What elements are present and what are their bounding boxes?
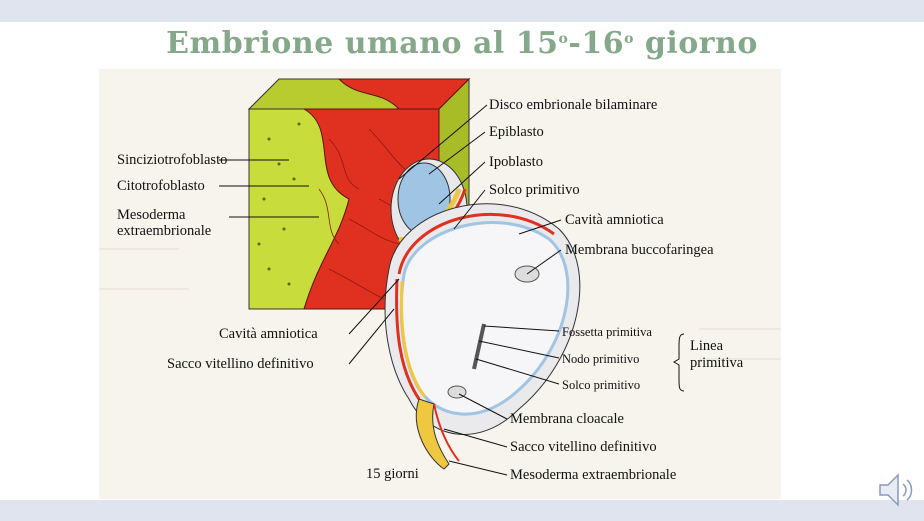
speaker-icon[interactable]	[872, 467, 918, 513]
title-superscript-1: o	[558, 31, 569, 47]
label-nodo-primitivo: Nodo primitivo	[562, 352, 640, 366]
label-ipoblasto: Ipoblasto	[489, 154, 543, 170]
label-cavita-amniotica-right: Cavità amniotica	[565, 212, 664, 228]
embryo-illustration: Sinciziotrofoblasto Citotrofoblasto Meso…	[99, 69, 781, 499]
label-sacco-vitellino-right: Sacco vitellino definitivo	[510, 439, 657, 455]
label-mesoderma-extraembrionale: Mesoderma extraembrionale	[510, 467, 677, 483]
page-texture	[99, 248, 781, 360]
label-solco-primitivo: Solco primitivo	[489, 182, 580, 198]
label-membrana-buccofaringea: Membrana buccofaringea	[565, 242, 714, 258]
label-linea: Linea	[690, 338, 724, 354]
label-age: 15 giorni	[366, 466, 419, 482]
slide-title: Embrione umano al 15o-16o giorno	[0, 26, 924, 61]
label-membrana-cloacale: Membrana cloacale	[510, 411, 624, 427]
linea-bracket	[673, 333, 685, 392]
label-sinciziotrofoblasto: Sinciziotrofoblasto	[117, 152, 228, 168]
top-bar	[0, 0, 924, 22]
title-text-end: giorno	[633, 26, 758, 61]
speaker-icon-graphic	[879, 473, 913, 507]
embryo-drawing	[99, 77, 781, 476]
label-mesoderma-line2: extraembrionale	[117, 223, 212, 239]
label-citotrofoblasto: Citotrofoblasto	[117, 178, 205, 194]
label-cavita-amniotica-left: Cavità amniotica	[219, 326, 318, 342]
title-text-mid: -16	[568, 26, 625, 61]
label-mesoderma-line1: Mesoderma	[117, 207, 186, 223]
label-fossetta-primitiva: Fossetta primitiva	[562, 325, 652, 339]
title-text-main: Embrione umano al 15	[166, 26, 559, 61]
label-sacco-vitellino-left: Sacco vitellino definitivo	[167, 356, 314, 372]
label-primitiva: primitiva	[690, 355, 744, 371]
leader-lines	[219, 104, 562, 476]
title-superscript-2: o	[624, 31, 634, 47]
bottom-bar	[0, 500, 924, 521]
embryo-body	[384, 203, 581, 470]
label-solco-primitivo-2: Solco primitivo	[562, 378, 641, 392]
label-epiblasto: Epiblasto	[489, 124, 544, 140]
label-disco-embrionale: Disco embrionale bilaminare	[489, 97, 658, 113]
